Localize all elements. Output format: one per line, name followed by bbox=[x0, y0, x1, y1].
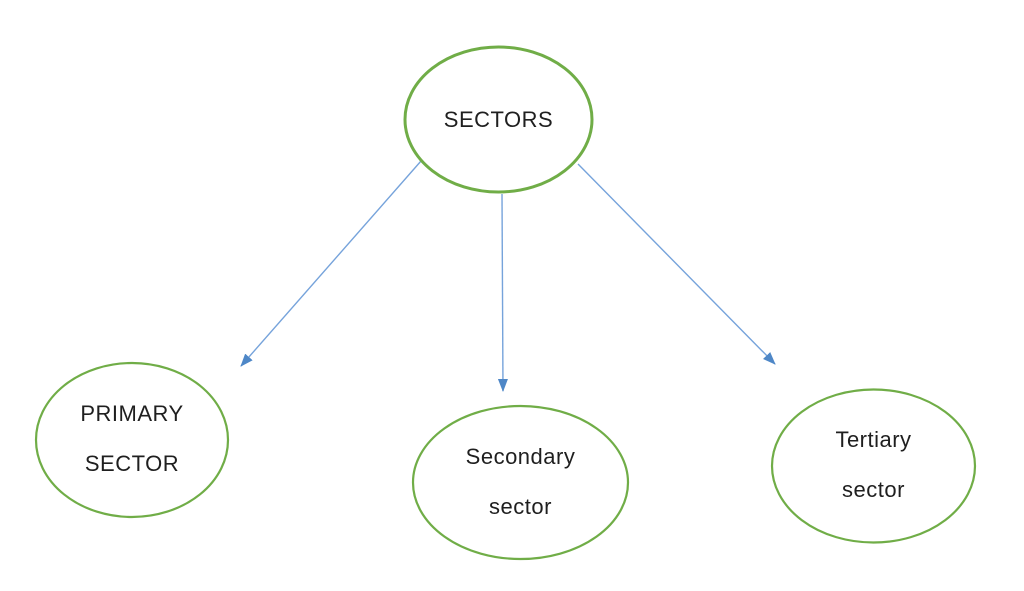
node-secondary-sector-label: Secondary sector bbox=[413, 405, 628, 559]
node-secondary-sector-line1: Secondary bbox=[465, 444, 576, 469]
node-sectors-ellipse bbox=[403, 45, 594, 194]
node-primary-sector-ellipse bbox=[34, 361, 230, 519]
arrow-sectors-to-secondary bbox=[497, 193, 508, 392]
node-primary-sector-line2: SECTOR bbox=[84, 451, 180, 476]
node-tertiary-sector-line2: sector bbox=[842, 477, 905, 502]
node-sectors-text: SECTORS bbox=[443, 106, 554, 132]
node-tertiary-sector-label: Tertiary sector bbox=[772, 388, 975, 542]
node-secondary-sector-line2: sector bbox=[489, 494, 552, 519]
arrow-sectors-to-primary bbox=[240, 160, 422, 367]
node-primary-sector-label: PRIMARY SECTOR bbox=[36, 362, 228, 516]
arrow-sectors-to-tertiary bbox=[577, 163, 776, 365]
node-primary-sector-line1: PRIMARY bbox=[80, 401, 184, 426]
node-tertiary-sector-ellipse bbox=[770, 388, 977, 544]
node-tertiary-sector-line1: Tertiary bbox=[835, 427, 912, 452]
node-sectors-label: SECTORS bbox=[405, 47, 592, 192]
node-secondary-sector-ellipse bbox=[411, 404, 630, 561]
